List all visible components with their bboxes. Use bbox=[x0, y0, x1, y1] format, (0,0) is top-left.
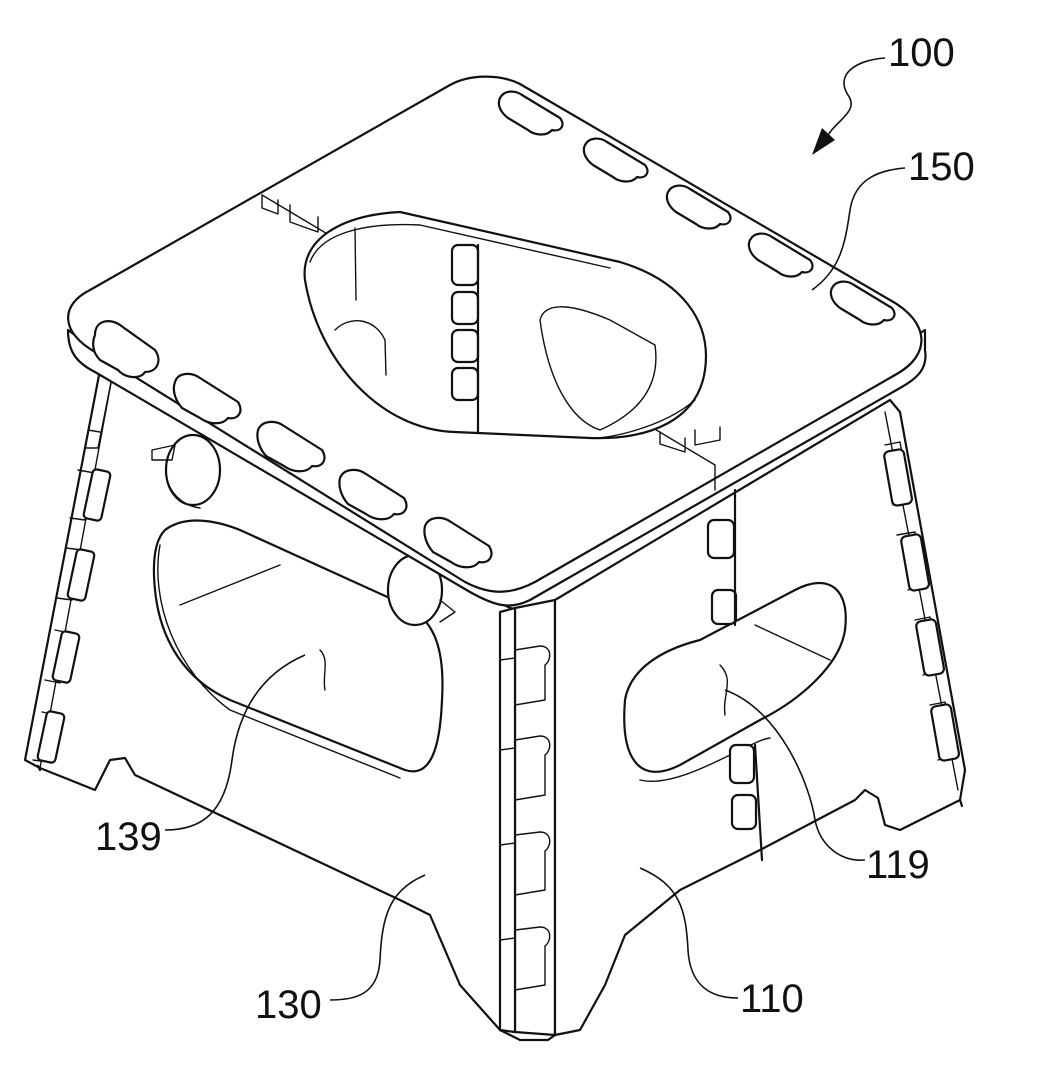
left-leg-hinges bbox=[36, 468, 112, 764]
seat-right-hinge-row bbox=[497, 90, 896, 326]
leader-150 bbox=[811, 167, 906, 291]
side-circle-holes bbox=[151, 433, 456, 627]
label-110: 110 bbox=[740, 977, 804, 1021]
arrow-100 bbox=[812, 128, 835, 155]
seat-left-hinge-row bbox=[92, 320, 493, 569]
leader-110 bbox=[639, 867, 739, 999]
leader-119 bbox=[724, 689, 866, 861]
leader-139 bbox=[164, 654, 306, 831]
feet bbox=[36, 764, 964, 1042]
right-leg-hinges bbox=[883, 448, 961, 762]
label-139: 139 bbox=[95, 815, 162, 859]
leader-lines bbox=[164, 57, 906, 1001]
label-119: 119 bbox=[866, 843, 930, 887]
leader-130 bbox=[329, 874, 426, 1001]
label-100: 100 bbox=[888, 31, 955, 75]
label-150: 150 bbox=[908, 145, 975, 189]
reference-labels: 100 150 139 119 130 110 bbox=[95, 31, 975, 1027]
leader-100 bbox=[824, 57, 886, 141]
corner-hinge-column bbox=[498, 598, 557, 1037]
label-130: 130 bbox=[255, 983, 322, 1027]
side-handle-opening bbox=[152, 519, 444, 779]
front-handle-opening bbox=[623, 581, 847, 782]
front-center-hinge bbox=[706, 488, 764, 862]
